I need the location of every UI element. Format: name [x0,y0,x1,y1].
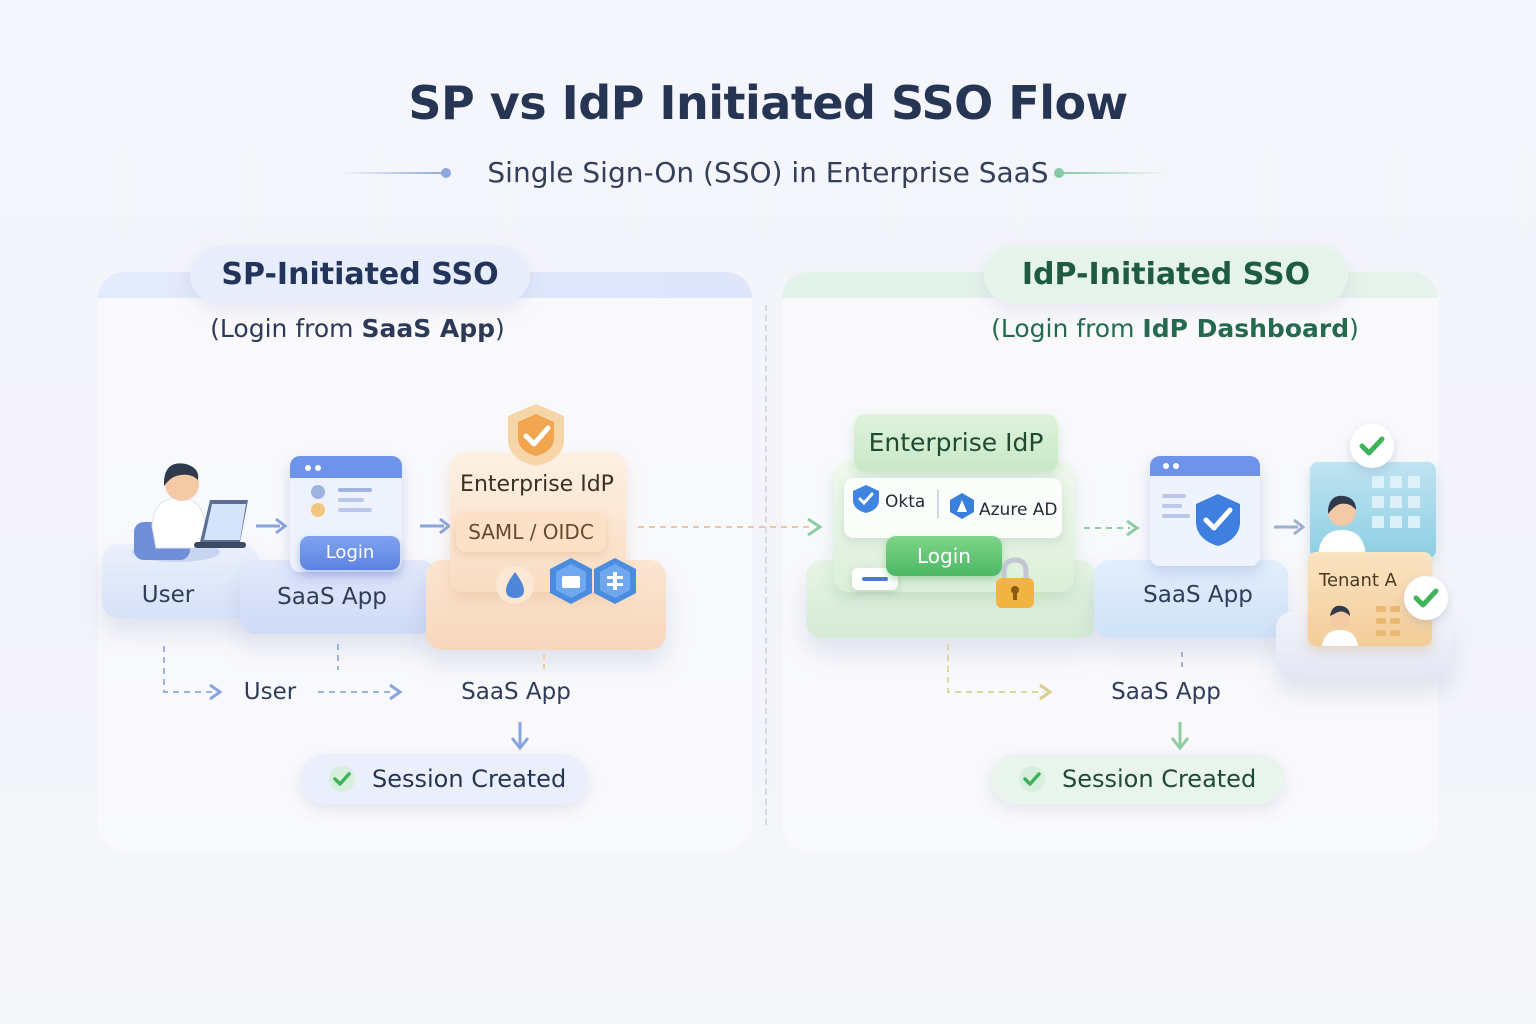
idp-sub-bold: IdP Dashboard [1142,314,1350,343]
sp-sub-prefix: (Login from [210,314,362,343]
sp-sub-bold: SaaS App [361,314,496,343]
verified-shield-icon [1162,463,1240,546]
padlock-icon [996,557,1034,608]
key-card [852,568,898,590]
panel-divider [765,305,767,825]
okta-shield-icon [853,485,879,513]
building-windows-icon [1318,476,1420,556]
saas-app-label: SaaS App [277,584,387,610]
cross-panel-arrow [638,517,823,537]
subtitle-dot-left [441,168,451,178]
user-label: User [141,582,195,608]
sp-session-created-badge: Session Created [300,754,588,804]
idp-title: Enterprise IdP [460,472,614,497]
sp-heading: SP-Initiated SSO [190,246,530,304]
arrow-right-icon [1274,518,1306,536]
key-shield-icon [594,558,636,604]
flow-saas-label: SaaS App [461,679,571,705]
tenant-check-badge-top [1350,424,1394,468]
tenant-label: Tenant A [1319,570,1397,591]
tenant-user-icon [1322,605,1400,646]
idp-sub-prefix: (Login from [991,314,1143,343]
tenant-check-badge-side [1404,576,1448,620]
sp-sub-suffix: ) [495,314,505,343]
idp-subheading: (Login from IdP Dashboard) [980,314,1370,343]
folder-shield-icon [550,558,592,604]
flow-saas-label-right: SaaS App [1111,679,1221,705]
saas-app-platform [240,560,436,634]
arrow-right-icon [1084,519,1140,537]
user-at-laptop-icon [132,463,248,562]
check-circle-icon [329,766,355,792]
check-circle-icon [1019,766,1045,792]
page-title: SP vs IdP Initiated SSO Flow [408,76,1128,130]
subtitle-line-right [1058,172,1168,174]
idp-login-button[interactable]: Login [886,536,1002,576]
azure-label: Azure AD [979,500,1058,520]
idp-session-created-badge: Session Created [990,754,1284,804]
idp-heading: IdP-Initiated SSO [984,246,1348,304]
shield-check-icon [508,404,564,466]
check-icon [1359,436,1385,456]
protocol-tag: SAML / OIDC [456,512,606,552]
saas-app-platform-right [1094,560,1288,638]
arrow-right-icon [256,517,288,535]
arrow-right-icon [420,517,452,535]
droplet-icon [496,566,534,604]
idp-sub-suffix: ) [1349,314,1359,343]
profile-form-icon [305,465,372,517]
session-label: Session Created [372,765,567,793]
idp-flow-connectors [947,644,1190,751]
saas-login-button[interactable]: Login [300,536,400,570]
saas-app-label-right: SaaS App [1143,582,1253,608]
azure-icon [950,493,974,519]
sp-flow-connectors [163,644,545,751]
sp-subheading: (Login from SaaS App) [160,314,555,343]
idp-dashboard-title: Enterprise IdP [854,414,1058,472]
page-subtitle: Single Sign-On (SSO) in Enterprise SaaS [487,156,1049,189]
check-icon [1413,588,1439,608]
provider-separator [937,490,939,518]
flow-user-label: User [243,679,297,705]
session-label-right: Session Created [1062,765,1257,793]
subtitle-line-left [340,172,445,174]
okta-label: Okta [885,492,926,512]
